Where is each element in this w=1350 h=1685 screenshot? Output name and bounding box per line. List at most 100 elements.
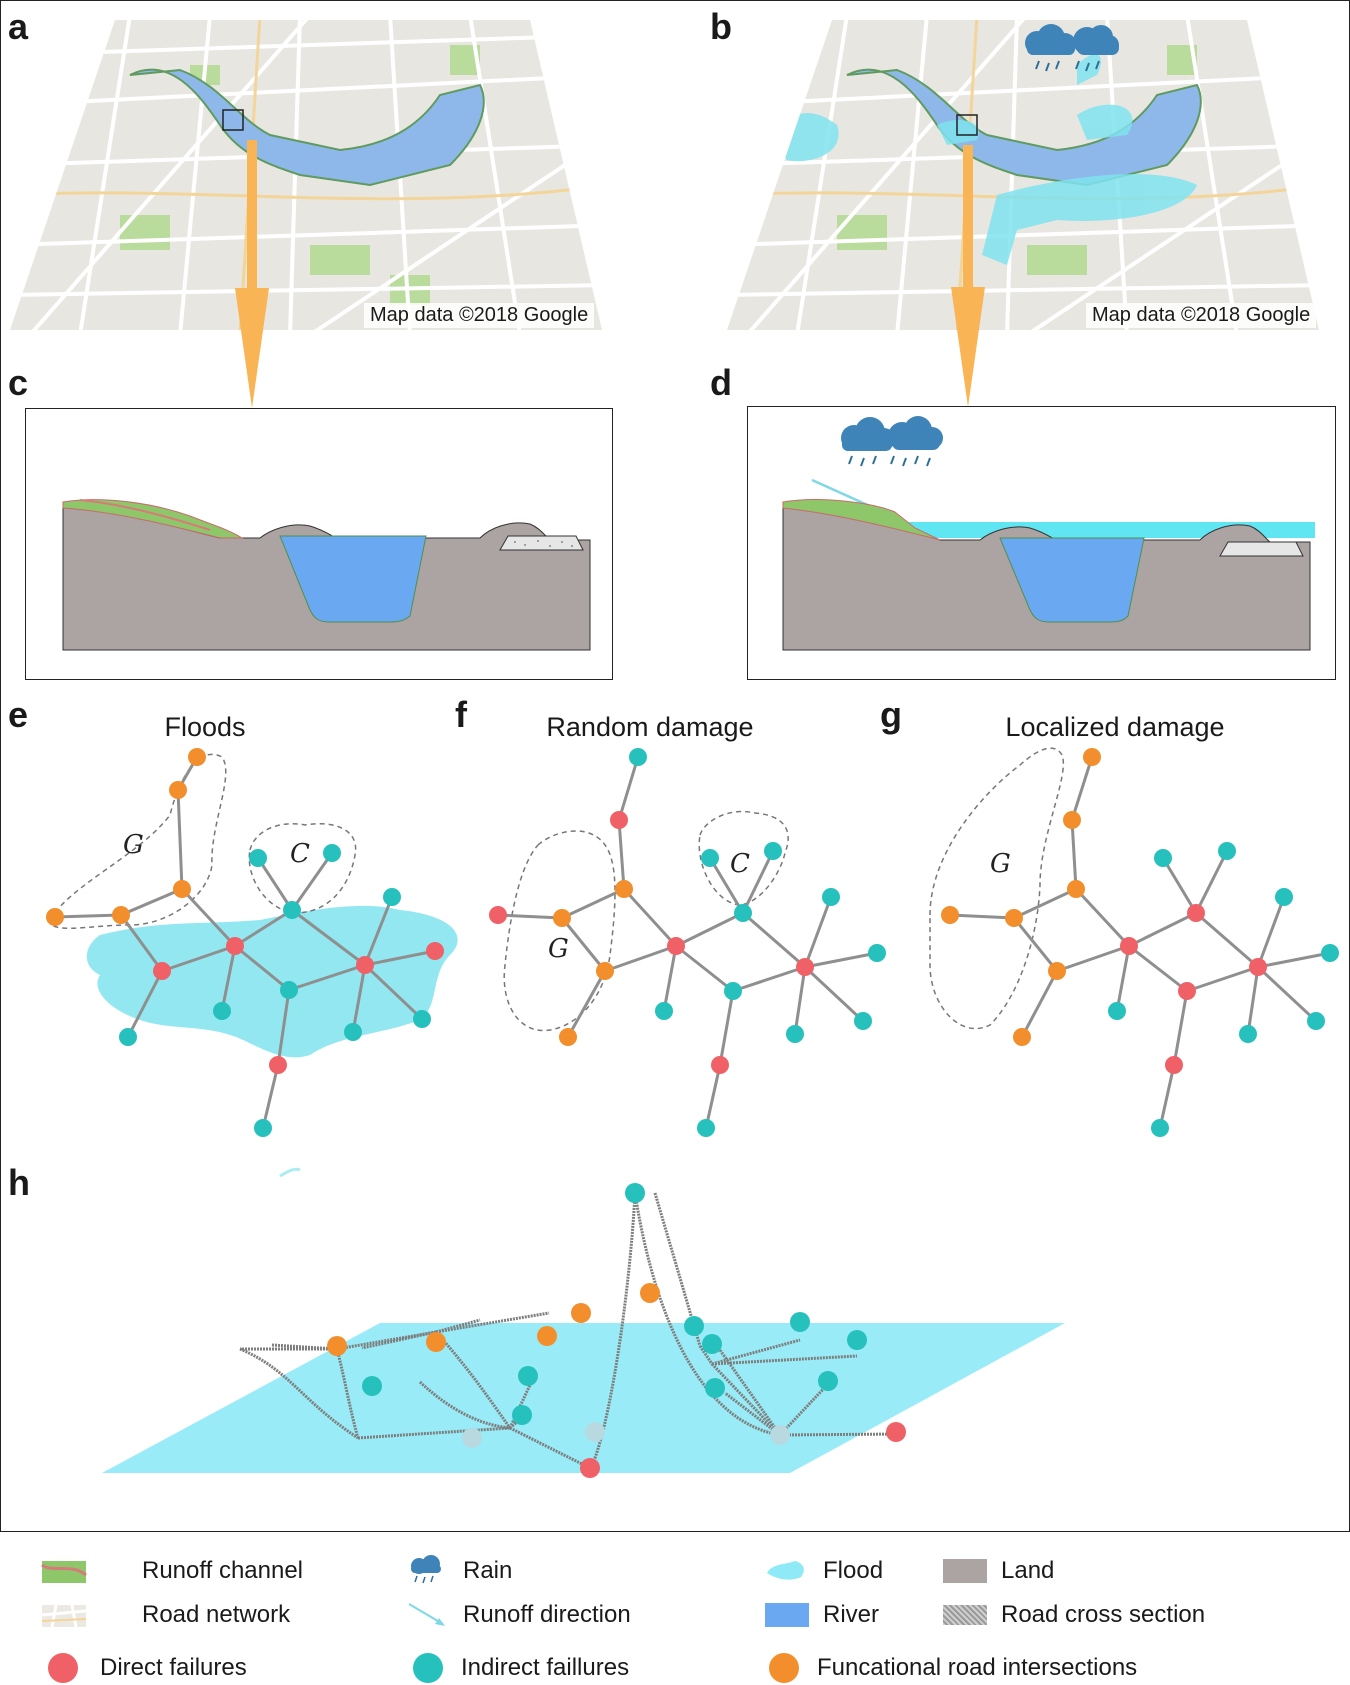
- map-b: [727, 20, 1319, 330]
- flood-area: [86, 905, 458, 1058]
- node-indirect-failure: [280, 981, 298, 999]
- group-label-c: C: [290, 839, 310, 869]
- node-submerged: [770, 1425, 790, 1445]
- node-indirect-failure: [625, 1183, 645, 1203]
- direct-failure-dot-icon: [48, 1653, 78, 1683]
- node-direct-failure: [1165, 1056, 1183, 1074]
- node-indirect-failure: [119, 1028, 137, 1046]
- arrow-b-to-d: [951, 145, 985, 407]
- group-label-c: C: [730, 849, 750, 879]
- node-indirect-failure: [818, 1371, 838, 1391]
- road-network-swatch-icon: [41, 1604, 87, 1628]
- node-direct-failure: [356, 956, 374, 974]
- node-indirect-failure: [684, 1316, 704, 1336]
- arrow-a-to-c: [235, 140, 269, 408]
- node-direct-failure: [580, 1458, 600, 1478]
- node-indirect-failure: [323, 844, 341, 862]
- legend-label: Land: [1001, 1557, 1055, 1584]
- node-functional: [537, 1326, 557, 1346]
- legend-label: Funcational road intersections: [817, 1654, 1138, 1681]
- group-label-g: G: [548, 934, 569, 964]
- node-functional: [571, 1303, 591, 1323]
- legend-rain: Rain: [405, 1555, 513, 1586]
- legend-runoff-channel: Runoff channel: [41, 1556, 304, 1586]
- legend-indirect-failures: Indirect faillures: [413, 1653, 629, 1683]
- node-indirect-failure: [868, 944, 886, 962]
- node-functional: [640, 1283, 660, 1303]
- rain-icon: [411, 1555, 441, 1584]
- node-direct-failure: [269, 1056, 287, 1074]
- node-indirect-failure: [705, 1378, 725, 1398]
- legend-label: Runoff channel: [142, 1557, 304, 1584]
- panel-letter-e: e: [8, 694, 29, 735]
- map-a: [10, 20, 602, 330]
- panel-letter-c: c: [8, 362, 29, 403]
- node-direct-failure: [796, 958, 814, 976]
- panel-title-floods: Floods: [164, 712, 246, 742]
- river-swatch-icon: [765, 1603, 809, 1627]
- node-functional: [615, 880, 633, 898]
- map-credit-a: Map data ©2018 Google: [364, 303, 595, 328]
- legend-label: Flood: [823, 1557, 884, 1584]
- group-label-g: G: [990, 849, 1011, 879]
- node-submerged: [585, 1422, 605, 1442]
- network-e: G C: [46, 748, 458, 1137]
- node-indirect-failure: [724, 982, 742, 1000]
- node-indirect-failure: [764, 842, 782, 860]
- node-direct-failure: [1187, 904, 1205, 922]
- network-f: G C: [489, 748, 886, 1137]
- node-functional: [1067, 880, 1085, 898]
- node-direct-failure: [886, 1422, 906, 1442]
- node-indirect-failure: [790, 1312, 810, 1332]
- node-indirect-failure: [629, 748, 647, 766]
- node-indirect-failure: [1218, 842, 1236, 860]
- legend-road-network: Road network: [41, 1600, 291, 1630]
- node-indirect-failure: [1239, 1025, 1257, 1043]
- land-swatch-icon: [943, 1559, 987, 1583]
- legend-label: River: [823, 1601, 880, 1628]
- panel-letter-g: g: [880, 694, 902, 735]
- node-direct-failure: [153, 962, 171, 980]
- node-indirect-failure: [383, 888, 401, 906]
- node-functional: [941, 906, 959, 924]
- node-indirect-failure: [362, 1376, 382, 1396]
- node-indirect-failure: [518, 1366, 538, 1386]
- panel-title-random-damage: Random damage: [546, 712, 754, 742]
- node-indirect-failure: [854, 1012, 872, 1030]
- node-indirect-failure: [655, 1002, 673, 1020]
- node-functional: [596, 962, 614, 980]
- node-indirect-failure: [701, 849, 719, 867]
- cross-section-d: [782, 416, 1315, 651]
- node-indirect-failure: [1154, 849, 1172, 867]
- flood-swatch-icon: [767, 1561, 804, 1580]
- legend-flood: Flood: [765, 1556, 883, 1586]
- node-functional: [188, 748, 206, 766]
- panel-letter-h: h: [8, 1162, 30, 1203]
- legend-runoff-direction: Runoff direction: [405, 1600, 631, 1630]
- node-indirect-failure: [344, 1023, 362, 1041]
- node-functional: [1083, 748, 1101, 766]
- legend-label: Runoff direction: [463, 1601, 631, 1628]
- node-functional: [1063, 811, 1081, 829]
- node-functional: [327, 1336, 347, 1356]
- legend-label: Road network: [142, 1601, 291, 1628]
- runoff-direction-arrow-icon: [408, 1603, 445, 1626]
- node-indirect-failure: [1151, 1119, 1169, 1137]
- node-direct-failure: [226, 937, 244, 955]
- node-submerged: [462, 1428, 482, 1448]
- legend-label: Rain: [463, 1557, 513, 1584]
- road-cross-section-swatch-icon: [943, 1605, 987, 1625]
- legend-label: Road cross section: [1001, 1601, 1206, 1628]
- node-direct-failure: [489, 906, 507, 924]
- panel-letter-f: f: [455, 694, 467, 735]
- runoff-channel-swatch-icon: [41, 1561, 87, 1583]
- node-functional: [1005, 909, 1023, 927]
- node-functional: [426, 1332, 446, 1352]
- legend-river: River: [765, 1600, 879, 1630]
- node-indirect-failure: [786, 1025, 804, 1043]
- node-functional: [553, 909, 571, 927]
- node-indirect-failure: [734, 904, 752, 922]
- node-functional: [173, 880, 191, 898]
- node-functional: [1048, 962, 1066, 980]
- group-label-g: G: [123, 830, 144, 860]
